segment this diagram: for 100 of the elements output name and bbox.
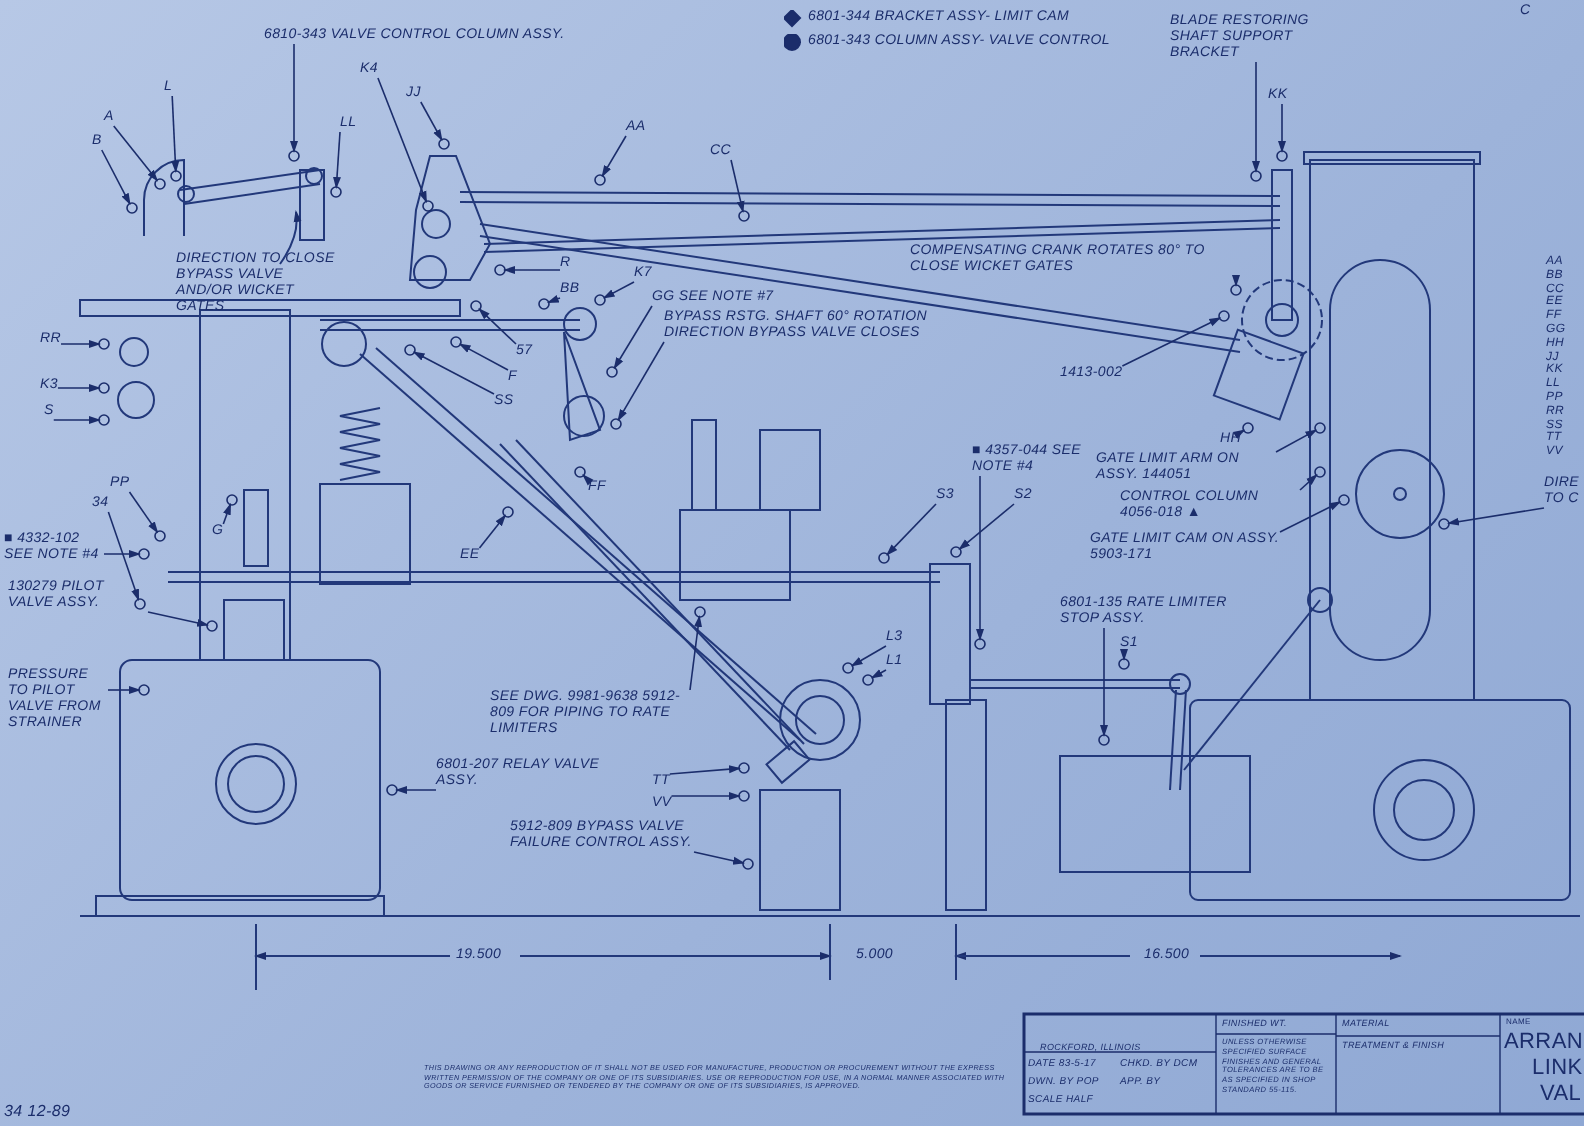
pivot-joint [330, 186, 342, 198]
pivot-joint [98, 338, 110, 350]
leader-line [976, 475, 984, 641]
leader-line [670, 792, 741, 800]
pivot-joint [170, 170, 182, 182]
leader-line [503, 266, 561, 274]
pivot-joint [950, 546, 962, 558]
pivot-joint [438, 138, 450, 150]
leader-line [420, 101, 443, 142]
leader-line [617, 341, 665, 422]
leader-line [1232, 275, 1240, 287]
pivot-joint [98, 414, 110, 426]
leader-line [958, 503, 1015, 551]
leader-line [112, 125, 159, 182]
pivot-joint [1242, 422, 1254, 434]
pivot-joint [594, 174, 606, 186]
leader-line [171, 95, 180, 173]
note-text: ARRAN [1504, 1030, 1584, 1054]
leader-line [602, 281, 635, 299]
leader-line [478, 308, 517, 345]
pivot-joint [134, 598, 146, 610]
leader-line [1299, 474, 1318, 491]
leader-line [1278, 103, 1286, 153]
leader-line [395, 786, 437, 794]
leader-line [107, 686, 141, 694]
pivot-joint [1276, 150, 1288, 162]
leader-line [103, 550, 141, 558]
leader-line [458, 343, 509, 371]
leader-line [1252, 61, 1260, 173]
leader-line [57, 384, 101, 392]
pivot-joint [288, 150, 300, 162]
pivot-joint [742, 858, 754, 870]
pivot-joint [470, 300, 482, 312]
pivot-joint [1118, 658, 1130, 670]
pivot-joint [226, 494, 238, 506]
pivot-joint [502, 506, 514, 518]
leader-line [100, 149, 131, 206]
leader-line [1120, 649, 1128, 661]
leader-line [546, 295, 561, 304]
pivot-joint [1098, 734, 1110, 746]
pivot-joint [594, 294, 606, 306]
pivot-joint [138, 684, 150, 696]
pivot-joint [738, 210, 750, 222]
pivot-joint [1218, 310, 1230, 322]
leader-line [582, 474, 594, 486]
pivot-joint [1438, 518, 1450, 530]
leader-line [1100, 627, 1108, 737]
pivot-joint [404, 344, 416, 356]
leader-line [613, 305, 653, 370]
pivot-joint [574, 466, 586, 478]
pivot-joint [126, 202, 138, 214]
pivot-joint [610, 418, 622, 430]
pivot-joint [154, 530, 166, 542]
note-text: VAL [1540, 1082, 1582, 1106]
leader-line [412, 351, 495, 395]
leader-line [147, 611, 210, 627]
note-text: LINK [1532, 1056, 1583, 1080]
leader-line [1446, 507, 1545, 526]
leader-line [1121, 317, 1222, 367]
leader-line [870, 669, 887, 679]
leader-line [886, 503, 937, 556]
leader-line [1279, 501, 1342, 533]
leader-line [850, 645, 887, 667]
pivot-joint [138, 548, 150, 560]
leader-line [730, 159, 745, 214]
leader-line [689, 615, 703, 691]
pivot-joint [878, 552, 890, 564]
pivot-joint [386, 784, 398, 796]
pivot-joint [450, 336, 462, 348]
pivot-joint [1230, 284, 1242, 296]
leader-line [1275, 429, 1318, 453]
pivot-joint [606, 366, 618, 378]
note-text: 34 12-89 [4, 1102, 71, 1120]
pivot-joint [862, 674, 874, 686]
pivot-joint [1314, 422, 1326, 434]
leader-line [52, 416, 101, 424]
pivot-joint [494, 264, 506, 276]
leader-line [333, 131, 341, 189]
leader-line [290, 43, 298, 153]
pivot-joint [738, 790, 750, 802]
leader-line [669, 765, 741, 775]
pivot-joint [1250, 170, 1262, 182]
pivot-joint [98, 382, 110, 394]
leader-line [377, 77, 427, 204]
leader-line [478, 514, 507, 549]
pivot-joint [206, 620, 218, 632]
pivot-joint [694, 606, 706, 618]
pivot-joint [154, 178, 166, 190]
pivot-joint [422, 200, 434, 212]
leader-line [60, 340, 101, 348]
pivot-joint [1338, 494, 1350, 506]
leader-line [222, 502, 232, 525]
leader-line [693, 851, 746, 865]
pivot-joint [842, 662, 854, 674]
leader-line [128, 491, 159, 534]
leader-line [107, 511, 140, 602]
leader-line [601, 135, 627, 178]
pivot-joint [538, 298, 550, 310]
pivot-joint [1314, 466, 1326, 478]
leader-line [1233, 429, 1246, 439]
